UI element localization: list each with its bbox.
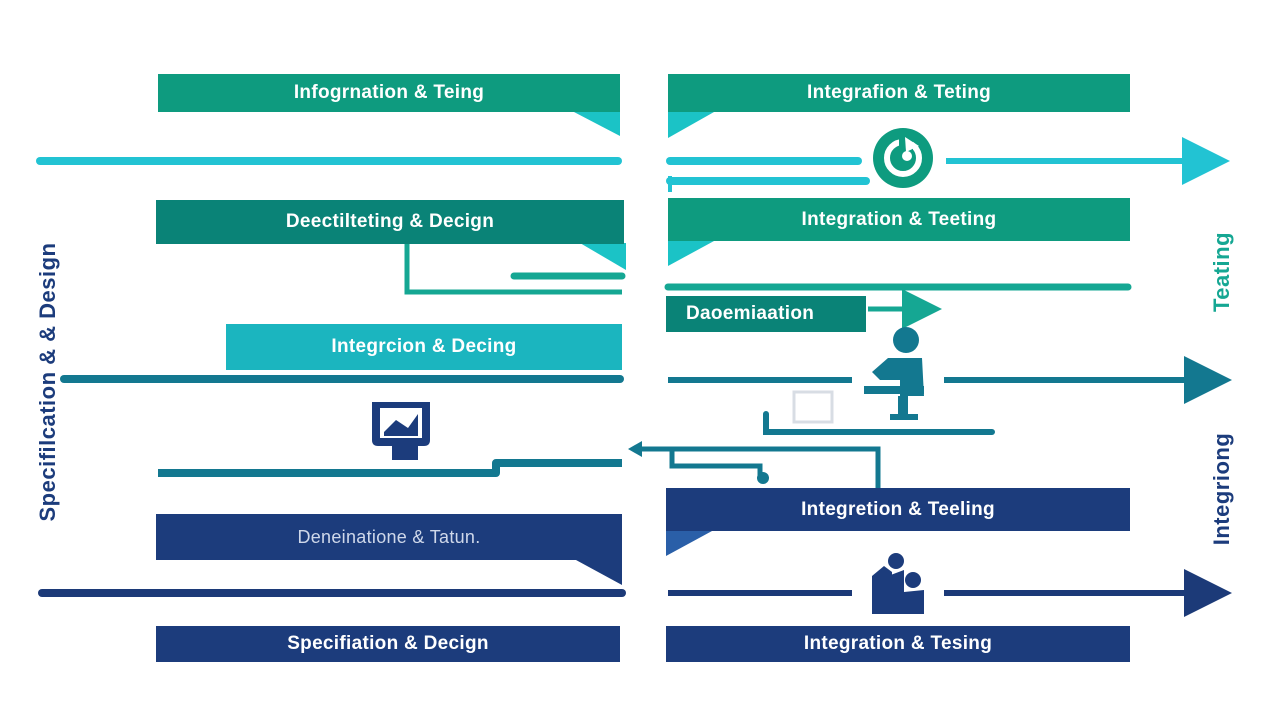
bar-tail xyxy=(574,112,620,136)
right-side-label-top: Teating xyxy=(1209,231,1234,313)
desk-frame xyxy=(792,390,834,424)
right-bar-3: Daoemiaation xyxy=(666,296,866,332)
connector-route xyxy=(669,451,763,476)
bar-tail xyxy=(668,241,714,266)
bar-tail xyxy=(576,560,622,585)
left-bar-1: Infogrnation & Teing xyxy=(158,74,620,112)
connector-bracket xyxy=(404,244,622,295)
bar-tail xyxy=(666,531,712,556)
connector-route xyxy=(640,446,881,488)
connector-route xyxy=(763,411,995,435)
bar-tail xyxy=(668,112,714,138)
left-bar-5: Specifiation & Decign xyxy=(156,626,620,662)
right-bar-4: Integretion & Teeling xyxy=(666,488,1130,531)
right-bar-5: Integration & Tesing xyxy=(666,626,1130,662)
left-side-label: Specifilcation & & Design xyxy=(35,242,60,522)
arrow-head xyxy=(628,441,642,457)
person-at-desk-icon xyxy=(864,327,924,420)
left-bar-4: Deneinatione & Tatun. xyxy=(156,514,622,560)
connector-route xyxy=(158,459,622,477)
right-side-label-bottom: Integriong xyxy=(1209,432,1234,546)
team-people-icon xyxy=(872,553,924,614)
left-bar-3: Integrcion & Decing xyxy=(226,324,622,370)
connector-node xyxy=(757,472,769,484)
bar-tail xyxy=(580,243,626,270)
database-icon xyxy=(372,402,430,460)
right-bar-2: Integration & Teeting xyxy=(668,198,1130,241)
left-bar-2: Deectilteting & Decign xyxy=(156,200,624,244)
right-bar-1: Integrafion & Teting xyxy=(668,74,1130,112)
refresh-gear-icon xyxy=(873,128,933,188)
